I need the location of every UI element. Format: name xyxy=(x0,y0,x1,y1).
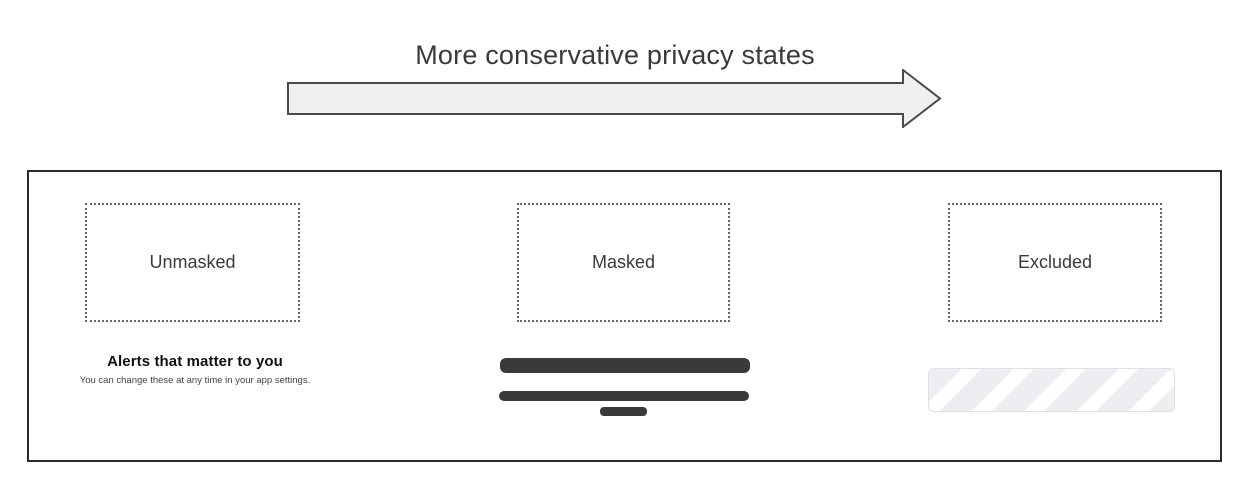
unmasked-example-heading: Alerts that matter to you xyxy=(107,353,283,370)
masked-example-redacted-bar xyxy=(499,391,749,401)
diagram-title: More conservative privacy states xyxy=(415,40,815,70)
state-label-masked: Masked xyxy=(591,252,656,272)
unmasked-example-subtext: You can change these at any time in your… xyxy=(79,375,311,386)
excluded-example-hatched-placeholder xyxy=(928,368,1175,412)
state-box-excluded: Excluded xyxy=(948,203,1162,322)
unmasked-example: Alerts that matter to you You can change… xyxy=(70,353,320,388)
masked-example-redacted-bar xyxy=(500,358,750,373)
state-box-masked: Masked xyxy=(517,203,730,322)
states-panel: Unmasked Masked Excluded Alerts that mat… xyxy=(27,170,1222,462)
state-box-unmasked: Unmasked xyxy=(85,203,300,322)
masked-example-redacted-bar xyxy=(600,407,647,416)
state-label-excluded: Excluded xyxy=(1017,252,1093,272)
state-label-unmasked: Unmasked xyxy=(149,252,236,272)
right-arrow-icon xyxy=(287,67,942,130)
